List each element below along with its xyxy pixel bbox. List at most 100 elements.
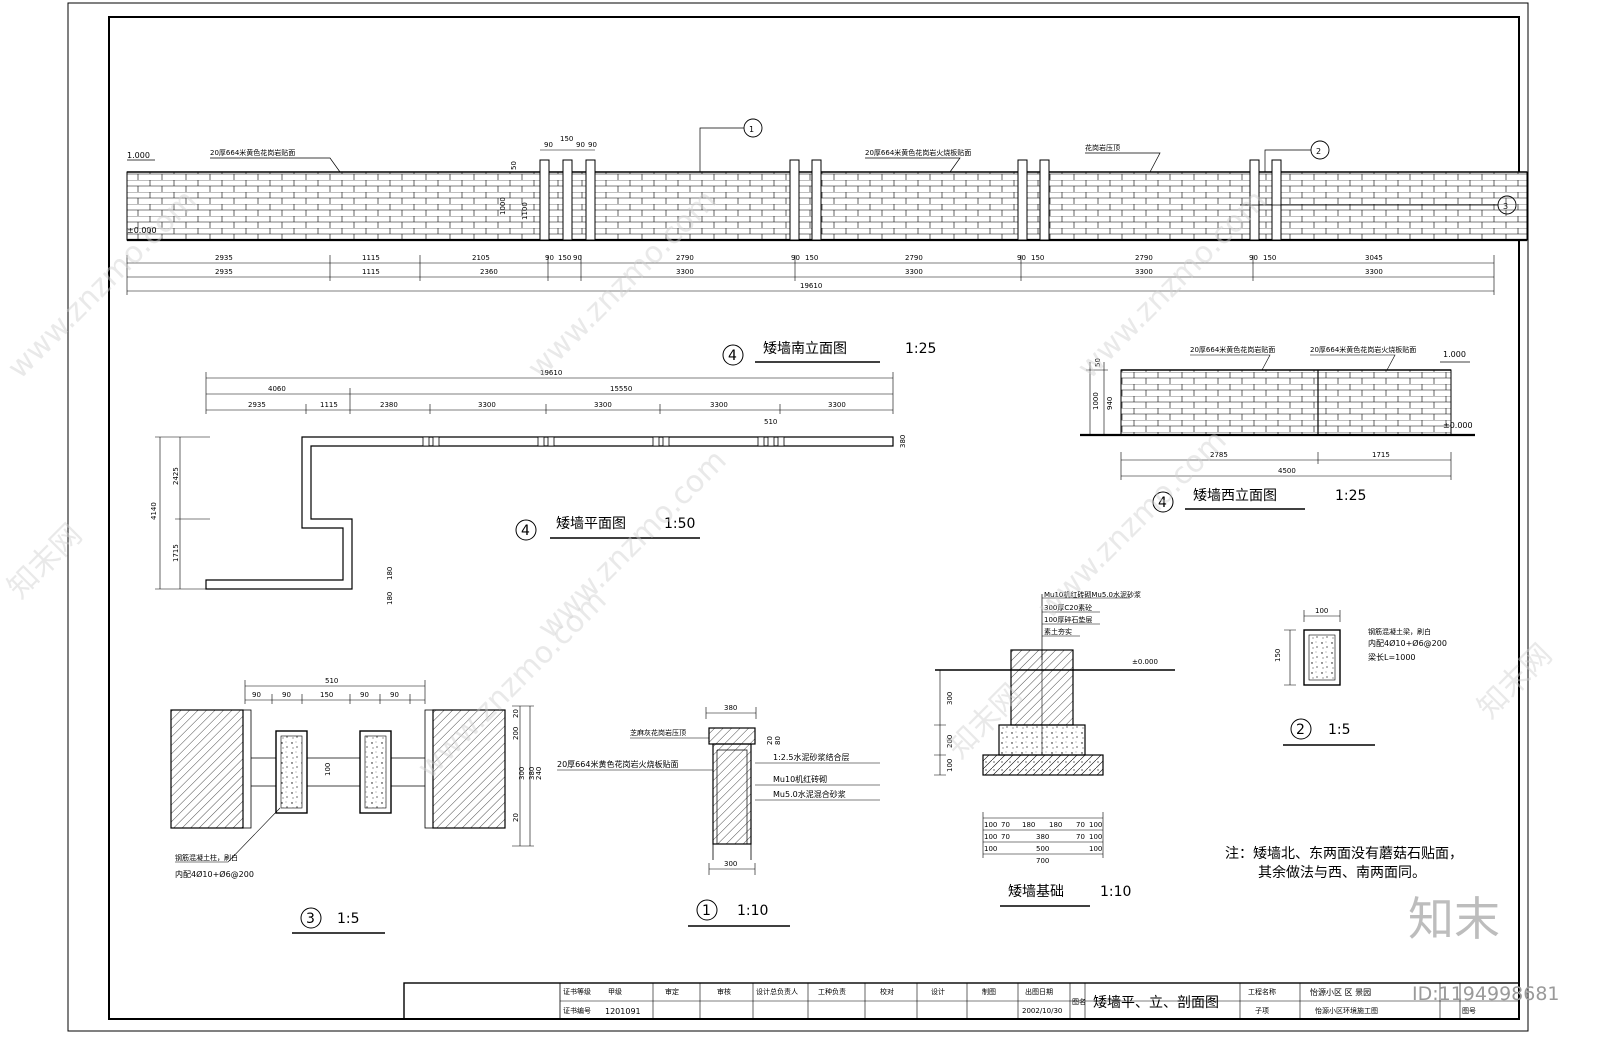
layer-label: Mu10机红砖砌Mu5.0水泥砂浆: [1044, 590, 1141, 599]
layer-label: 300厚C20素砼: [1044, 603, 1092, 612]
dim-text: 3045: [1365, 254, 1383, 262]
foundation-scale: 1:10: [1100, 884, 1131, 900]
west-elevation: 20厚664米黄色花岗岩贴面 20厚664米黄色花岗岩火烧板贴面 1.000 ±…: [1080, 345, 1475, 513]
south-note-mid: 20厚664米黄色花岗岩火烧板贴面: [865, 148, 971, 157]
dim-text: 180: [1049, 821, 1062, 829]
general-note: 注：矮墙北、东两面没有蘑菇石贴面， 其余做法与西、南两面同。: [1225, 846, 1463, 881]
dim-text: 1115: [362, 254, 380, 262]
sheet-label: 图号: [1462, 1007, 1476, 1015]
sub-label: 子项: [1255, 1007, 1269, 1015]
dim-text: 50: [1094, 358, 1102, 367]
south-view-scale: 1:25: [905, 341, 936, 357]
dim-text: 3300: [828, 401, 846, 409]
dim-text: 2360: [480, 268, 498, 276]
west-note-right: 20厚664米黄色花岗岩火烧板贴面: [1310, 345, 1416, 354]
dim-text: 3300: [1365, 268, 1383, 276]
dim-text: 2785: [1210, 451, 1228, 459]
header-cell: 设计: [931, 987, 945, 996]
plan-dims-row3: 2935 1115 2380 3300 3300 3300 3300: [248, 401, 846, 409]
dim-text: 80: [774, 736, 782, 745]
title-block-text: 证书等级 甲级 证书编号 1201091 审定 审核 设计总负责人 工种负责 校…: [563, 987, 1476, 1016]
note-line-1: 注：矮墙北、东两面没有蘑菇石贴面，: [1225, 846, 1463, 862]
dim-text: 150: [560, 135, 573, 143]
header-cell: 制图: [982, 987, 996, 996]
dim-text: 4060: [268, 385, 286, 393]
detail2-number: 2: [1296, 722, 1305, 738]
detail1-brick-note: Mu10机红砖砌: [773, 774, 827, 784]
dim-text: 4140: [150, 502, 158, 520]
dim-text: 2790: [676, 254, 694, 262]
dim-text: 180: [386, 567, 394, 580]
dim-text: 3300: [905, 268, 923, 276]
cert-label: 证书等级: [563, 987, 591, 996]
dim-text: 1100: [521, 202, 529, 220]
dim-text: 150: [805, 254, 818, 262]
foundation-title: 矮墙基础: [1008, 883, 1064, 900]
dim-text: 2425: [172, 467, 180, 485]
dim-text: 70: [1001, 833, 1010, 841]
south-elevation: 1.000 ±0.000 20厚664米黄色花岗岩贴面 20厚664米黄色花岗岩…: [126, 118, 1528, 366]
detail1-scale: 1:10: [737, 903, 768, 919]
dim-text: 15550: [610, 385, 632, 393]
plan-dim-total: 19610: [540, 369, 562, 377]
dim-text: 1000: [499, 197, 507, 215]
dim-text: 300: [518, 767, 526, 780]
dim-text: 90: [588, 141, 597, 149]
dim-text: 180: [386, 592, 394, 605]
detail2-note3: 梁长L=1000: [1368, 652, 1416, 662]
plan-view-scale: 1:50: [664, 516, 695, 532]
south-level-top: 1.000: [127, 151, 150, 160]
dim-text: 100: [1089, 833, 1102, 841]
header-cell: 审定: [665, 987, 679, 996]
dim-text: 100: [946, 759, 954, 772]
detail-2-section: 100 150 钢筋混凝土梁，刷白 内配4Ø10+Ø6@200 梁长L=1000…: [1274, 607, 1447, 746]
callout-2-number: 2: [1316, 147, 1321, 156]
dim-text: 70: [1076, 833, 1085, 841]
watermarks: www.znzmo.com www.znzmo.com www.znzmo.co…: [1, 183, 1559, 786]
plan-view-number: 4: [521, 523, 530, 539]
plan-view-title: 矮墙平面图: [556, 516, 626, 532]
detail-3-section: 510 90 90 150 90 90 100 20 200 20 240 30…: [170, 677, 543, 934]
watermark-id: ID:1194998681: [1412, 983, 1560, 1005]
south-dims-row2: 2935 1115 2360 3300 3300 3300 3300: [215, 268, 1383, 276]
dim-text: 2790: [1135, 254, 1153, 262]
dim-text: 90: [544, 141, 553, 149]
header-cell: 设计总负责人: [756, 987, 798, 996]
drawing-label: 图名: [1072, 997, 1086, 1006]
plan-piers: [422, 436, 785, 447]
dim-text: 240: [535, 767, 543, 780]
cert-grade: 甲级: [608, 987, 622, 996]
south-view-number: 4: [728, 348, 737, 364]
watermark-text: www.znzmo.com: [411, 583, 614, 786]
detail1-number: 1: [702, 903, 711, 919]
dim-text: 200: [946, 735, 954, 748]
dim-text: 380: [1036, 833, 1049, 841]
foundation-layer-labels: Mu10机红砖砌Mu5.0水泥砂浆 300厚C20素砼 100厚碎石垫层 素土夯…: [1044, 590, 1141, 636]
dim-text: 100: [1089, 845, 1102, 853]
west-dim-total: 4500: [1278, 467, 1296, 475]
date-value: 2002/10/30: [1022, 1007, 1062, 1015]
dim-text: 1000: [1092, 392, 1100, 410]
south-dims-row1: 2935 1115 2105 90 150 90 2790 90 150 279…: [215, 254, 1383, 262]
foundation-dims-row1: 100 70 180 180 70 100: [984, 821, 1102, 829]
detail2-dim-top: 100: [1315, 607, 1328, 615]
dim-text: 1715: [1372, 451, 1390, 459]
pier-group: [539, 159, 1282, 241]
dim-text: 380: [528, 767, 536, 780]
watermark-text: 知末网: [1471, 637, 1559, 725]
dim-text: 70: [1076, 821, 1085, 829]
dim-text: 3300: [594, 401, 612, 409]
layer-label: 100厚碎石垫层: [1044, 615, 1092, 624]
foundation-dims-row2: 100 70 380 70 100: [984, 833, 1102, 841]
dim-text: 20: [766, 736, 774, 745]
detail-1-section: 380 300 20 80 芝麻灰花岗岩压顶 20厚664米黄色花岗岩火烧板贴面…: [557, 704, 880, 927]
dim-text: 3300: [676, 268, 694, 276]
dim-text: 2105: [472, 254, 490, 262]
sheet-outer-border: [67, 2, 1529, 1032]
title-block: 证书等级 甲级 证书编号 1201091 审定 审核 设计总负责人 工种负责 校…: [403, 982, 1520, 1020]
detail3-number: 3: [306, 911, 315, 927]
dim-text: 100: [1089, 821, 1102, 829]
sub-name: 怡源小区环境施工图: [1315, 1006, 1378, 1015]
dim-text: 90: [545, 254, 554, 262]
dim-text: 940: [1106, 397, 1114, 410]
